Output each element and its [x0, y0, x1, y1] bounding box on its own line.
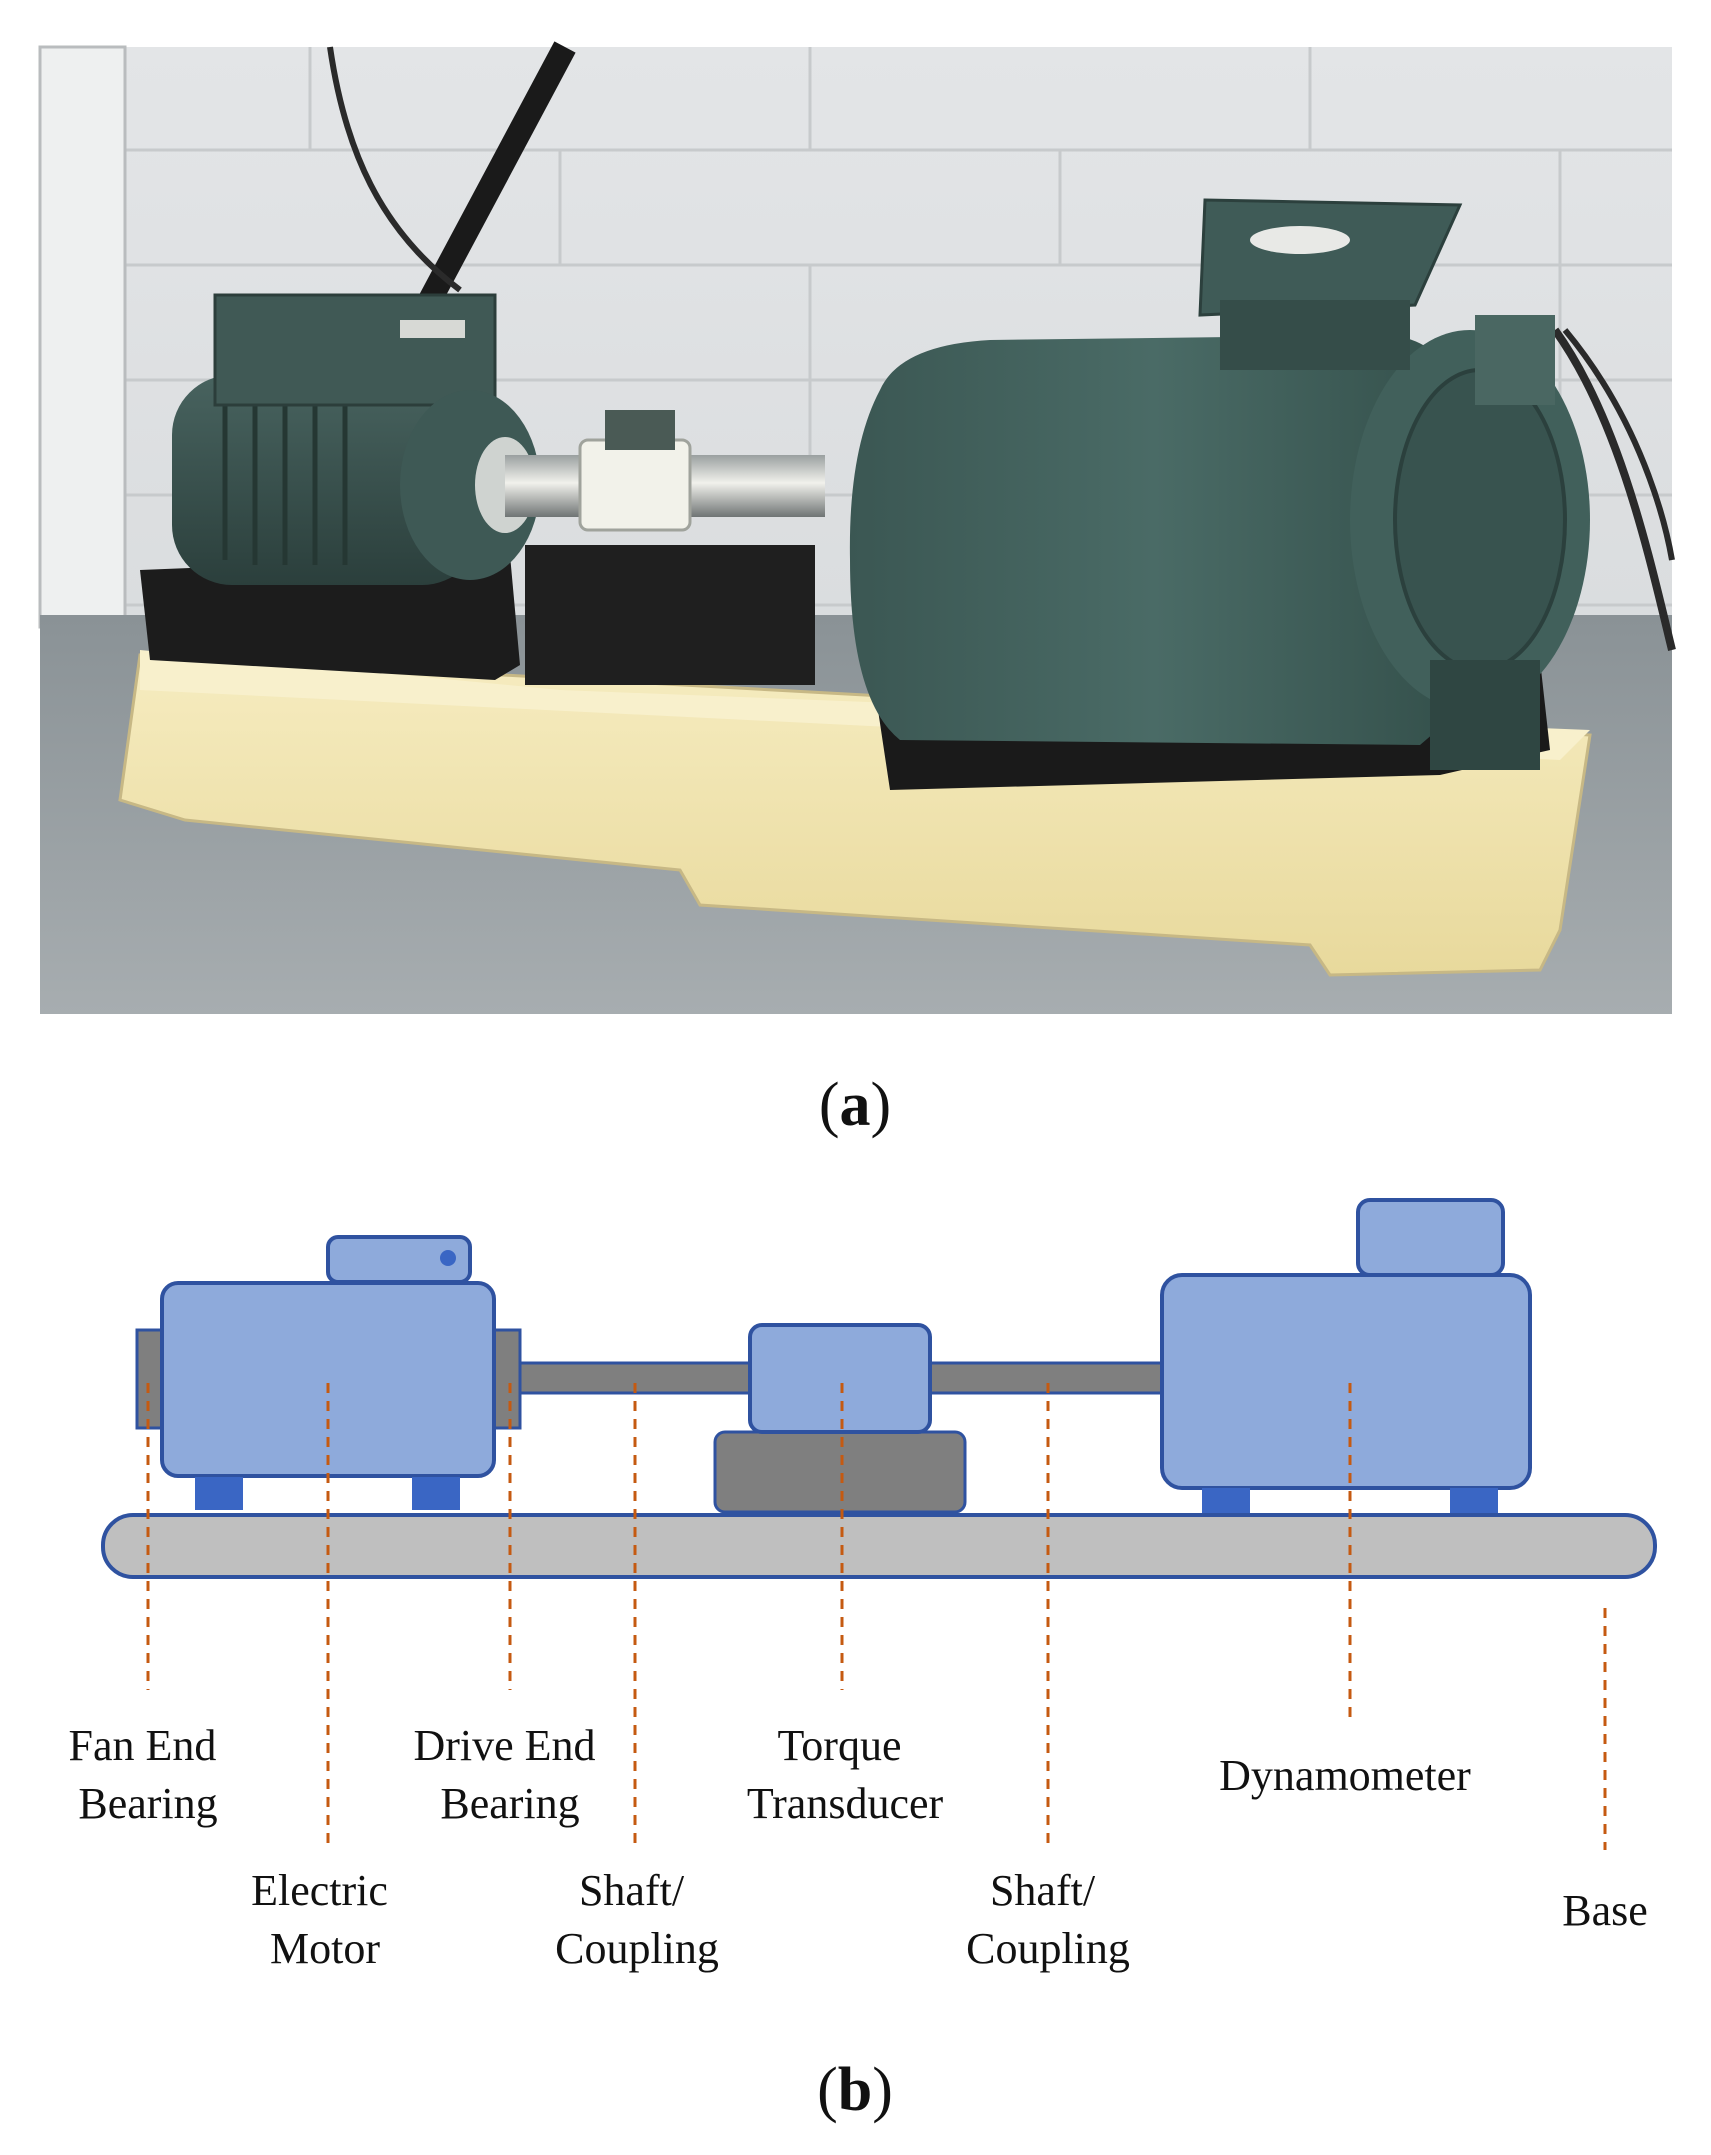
motor-mounting-plate — [140, 555, 520, 680]
cable-black — [419, 41, 576, 306]
motor-foot-left — [195, 1477, 243, 1510]
label-base: Base — [1562, 1886, 1648, 1935]
photo-dynamometer-body — [849, 335, 1460, 745]
label-dynamometer: Dynamometer — [1219, 1751, 1471, 1800]
cable-right — [1551, 327, 1676, 651]
motor-foot-right — [412, 1477, 460, 1510]
photo-dyno-top-box — [1198, 198, 1463, 317]
dynamometer-top-box — [1356, 1198, 1505, 1277]
door-frame — [38, 45, 127, 629]
label-electric-motor: Electric Motor — [251, 1866, 399, 1973]
electric-motor-shape — [160, 1281, 496, 1478]
torque-transducer-stand — [713, 1430, 967, 1514]
cable-thin — [327, 46, 462, 293]
component-labels: Fan End Bearing Electric Motor Drive End… — [69, 1721, 1648, 1973]
dyno-foot-right — [1450, 1488, 1498, 1515]
photo-dyno-label — [1250, 226, 1350, 254]
photo-dyno-feet — [1430, 660, 1540, 770]
test-rig-photo — [38, 41, 1676, 1014]
label-fan-end-bearing: Fan End Bearing — [69, 1721, 228, 1828]
dyno-foot-left — [1202, 1488, 1250, 1515]
motor-indicator-dot — [440, 1250, 456, 1266]
photo-motor-junction-box — [213, 293, 497, 407]
dynamometer-shape — [1160, 1273, 1532, 1490]
photo-transducer-cap — [605, 410, 675, 450]
panel-label-a: (a) — [819, 1071, 891, 1139]
photo-dyno-terminal — [1475, 315, 1555, 405]
photo-motor-body — [172, 375, 482, 585]
photo-motor-nameplate — [400, 320, 465, 338]
leader-lines — [146, 1383, 1607, 1850]
torque-transducer-shape — [748, 1323, 932, 1434]
photo-torque-transducer — [578, 438, 692, 532]
photo-dyno-top-box-side — [1220, 300, 1410, 370]
photo-dyno-end-ring — [1393, 368, 1567, 672]
panel-label-b: (b) — [817, 2056, 893, 2124]
label-shaft-coupling-1: Shaft/ Coupling — [555, 1866, 719, 1973]
cable-right-2 — [1562, 328, 1675, 561]
motor-fins — [222, 385, 348, 565]
label-shaft-coupling-2: Shaft/ Coupling — [966, 1866, 1130, 1973]
base-shape — [101, 1513, 1657, 1579]
label-torque-transducer: Torque Transducer — [747, 1721, 944, 1828]
photo-transducer-stand — [525, 545, 815, 685]
test-rig-schematic: Fan End Bearing Electric Motor Drive End… — [69, 1198, 1657, 1973]
label-drive-end-bearing: Drive End Bearing — [413, 1721, 606, 1828]
